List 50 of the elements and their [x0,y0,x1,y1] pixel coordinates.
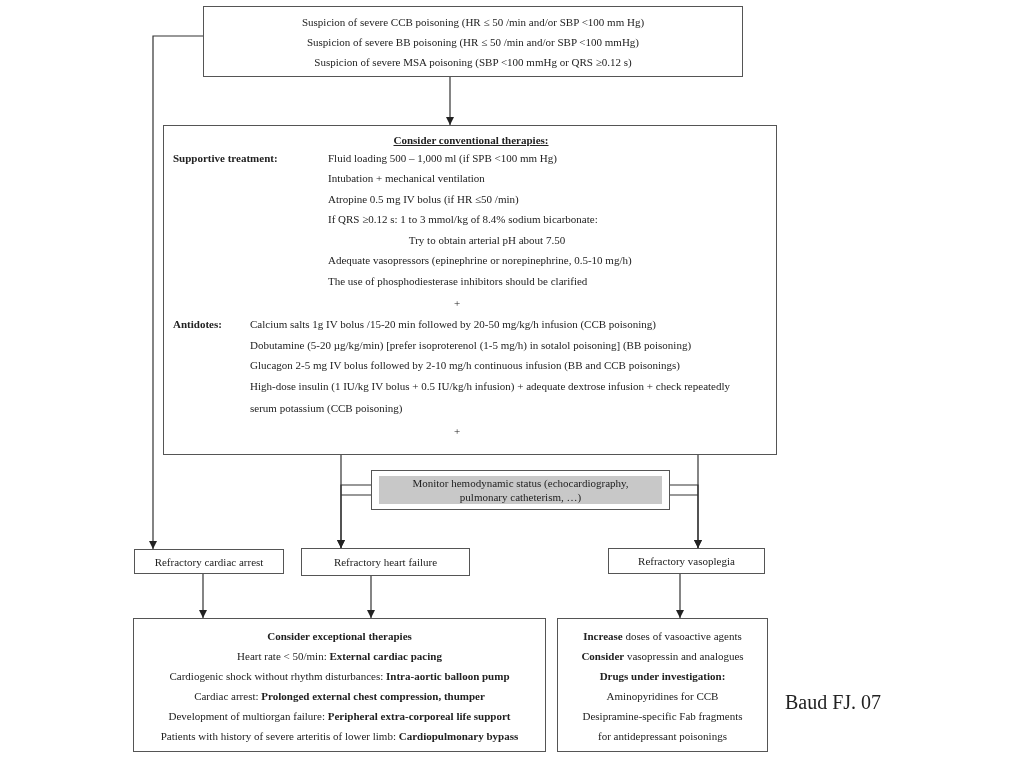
box-text: High-dose insulin (1 IU/kg IV bolus + 0.5 IU/kg/h infusion) + adequate dextrose infusion + check repeatedly serum potassium (CCB poisoning) [250,379,731,416]
section-heading: Drugs under investigation: [599,669,726,684]
arrow [337,484,372,549]
box-text: Heart rate < 50/min: External cardiac pacing [237,649,442,664]
box-text: If QRS ≥0.12 s: 1 to 3 mmol/kg of 8.4% sodium bicarbonate: [328,212,598,227]
box-text: Dobutamine (5-20 µg/kg/min) [prefer isoproterenol (1-5 mg/h) in sotalol poisoning] (BB poisoning) [250,338,692,353]
process-box [133,618,546,752]
process-box [301,548,470,576]
box-text: Calcium salts 1g IV bolus /15-20 min followed by 20-50 mg/kg/h infusion (CCB poisoning) [250,317,656,332]
section-heading: Consider conventional therapies: [393,133,549,148]
category-label: Antidotes: [173,317,222,332]
box-text: Cardiogenic shock without rhythm disturbances: Intra-aortic balloon pump [169,669,510,684]
box-text: Increase doses of vasoactive agents [583,629,742,644]
box-text: Adequate vasopressors (epinephrine or norepinephrine, 0.5-10 mg/h) [328,253,632,268]
arrow [446,76,454,126]
box-text: Consider vasopressin and analogues [581,649,744,664]
box-text: Intubation + mechanical ventilation [328,171,485,186]
box-text: Glucagon 2-5 mg IV bolus followed by 2-10 mg/h continuous infusion (BB and CCB poisonings) [250,358,680,373]
box-text: Patients with history of severe arteritis of lower limb: Cardiopulmonary bypass [160,729,519,744]
box-text: Refractory vasoplegia [638,554,735,569]
box-text: Fluid loading 500 – 1,000 ml (if SPB <100 mm Hg) [328,151,557,166]
box-text: Cardiac arrest: Prolonged external chest compression, thumper [194,689,485,704]
process-box [608,548,765,574]
citation-text: Baud FJ. 07 [785,691,882,714]
category-label: Supportive treatment: [173,151,278,166]
box-text: Aminopyridines for CCB [606,689,719,704]
box-text: Desipramine-specific Fab fragments for antidepressant poisonings [581,709,744,744]
process-box [557,618,768,752]
box-text: Try to obtain arterial pH about 7.50 [408,233,566,248]
section-heading: Consider exceptional therapies [267,629,412,644]
box-text: The use of phosphodiesterase inhibitors should be clarified [328,274,588,289]
arrow [676,573,684,619]
box-text: Suspicion of severe MSA poisoning (SBP <100 mmHg or QRS ≥0.12 s) [314,54,632,70]
monitor-box [371,470,670,510]
process-box [203,6,743,77]
box-text: Monitor hemodynamic status (echocardiography, pulmonary catheterism, …) [411,476,630,504]
box-text: Refractory cardiac arrest [154,554,264,570]
box-text: Suspicion of severe BB poisoning (HR ≤ 50 /min and/or SBP <100 mmHg) [306,34,640,50]
arrow [149,35,204,550]
plus-sign: + [453,424,461,439]
arrow [669,484,702,549]
box-text: Suspicion of severe CCB poisoning (HR ≤ 50 /min and/or SBP <100 mm Hg) [301,14,645,30]
box-text: Refractory heart failure [333,555,438,570]
box-text: Development of multiorgan failure: Peripheral extra-corporeal life support [168,709,511,724]
process-box [163,125,777,455]
arrow [367,575,375,619]
box-text: Atropine 0.5 mg IV bolus (if HR ≤50 /min) [328,192,519,207]
arrow [199,573,207,619]
plus-sign: + [453,296,461,311]
process-box [134,549,284,574]
